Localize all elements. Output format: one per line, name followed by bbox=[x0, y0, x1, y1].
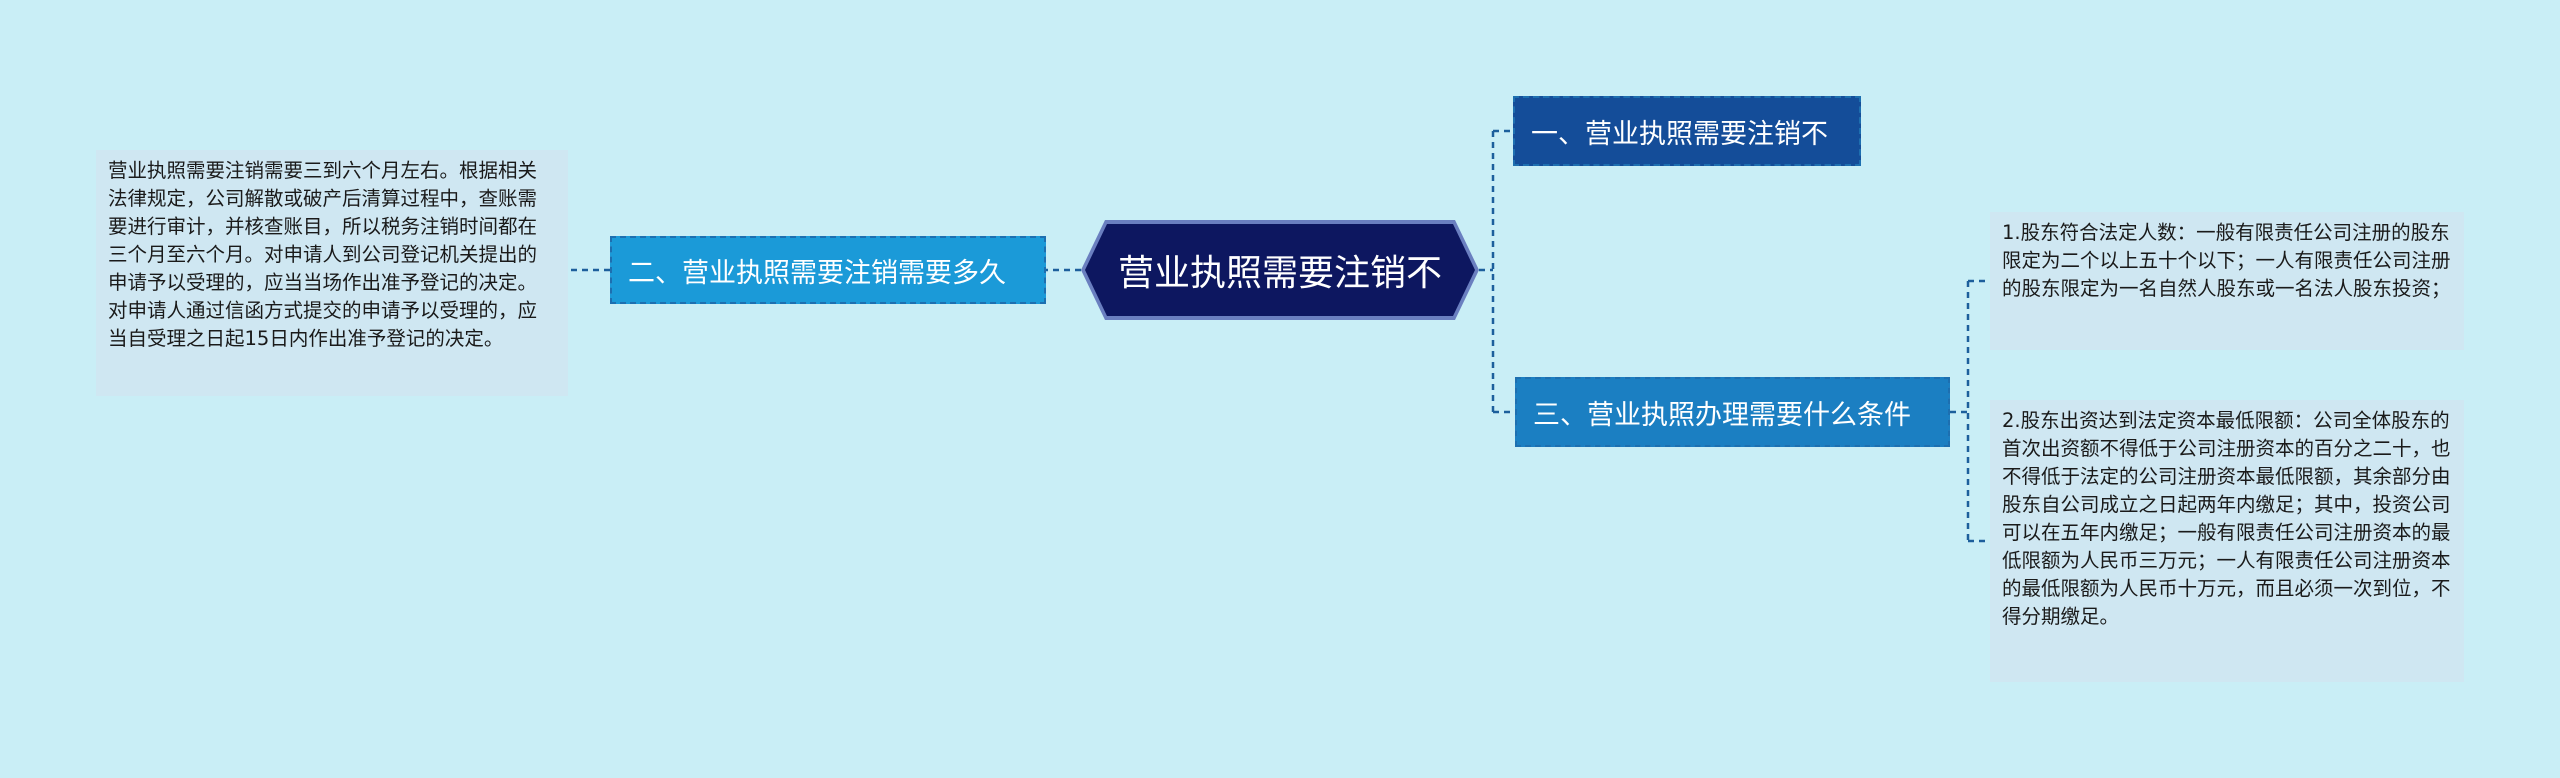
leaf-shareholders-text: 1.股东符合法定人数：一般有限责任公司注册的股东限定为二个以上五十个以下；一人有… bbox=[2002, 221, 2451, 300]
leaf-capital-text: 2.股东出资达到法定资本最低限额：公司全体股东的首次出资额不得低于公司注册资本的… bbox=[2002, 409, 2451, 628]
branch-node-three[interactable]: 三、营业执照办理需要什么条件 bbox=[1515, 377, 1950, 447]
leaf-duration-text: 营业执照需要注销需要三到六个月左右。根据相关法律规定，公司解散或破产后清算过程中… bbox=[108, 159, 538, 350]
branch-two-label: 二、营业执照需要注销需要多久 bbox=[628, 257, 1006, 289]
branch-three-label: 三、营业执照办理需要什么条件 bbox=[1533, 399, 1911, 431]
leaf-node-duration[interactable]: 营业执照需要注销需要三到六个月左右。根据相关法律规定，公司解散或破产后清算过程中… bbox=[96, 150, 568, 396]
root-node-label: 营业执照需要注销不 bbox=[1117, 253, 1442, 294]
branch-node-two[interactable]: 二、营业执照需要注销需要多久 bbox=[610, 236, 1046, 304]
branch-node-one[interactable]: 一、营业执照需要注销不 bbox=[1513, 96, 1861, 166]
leaf-node-shareholders[interactable]: 1.股东符合法定人数：一般有限责任公司注册的股东限定为二个以上五十个以下；一人有… bbox=[1990, 212, 2464, 350]
root-node[interactable]: 营业执照需要注销不 bbox=[1085, 224, 1475, 316]
leaf-node-capital[interactable]: 2.股东出资达到法定资本最低限额：公司全体股东的首次出资额不得低于公司注册资本的… bbox=[1990, 400, 2464, 682]
branch-one-label: 一、营业执照需要注销不 bbox=[1531, 118, 1828, 150]
